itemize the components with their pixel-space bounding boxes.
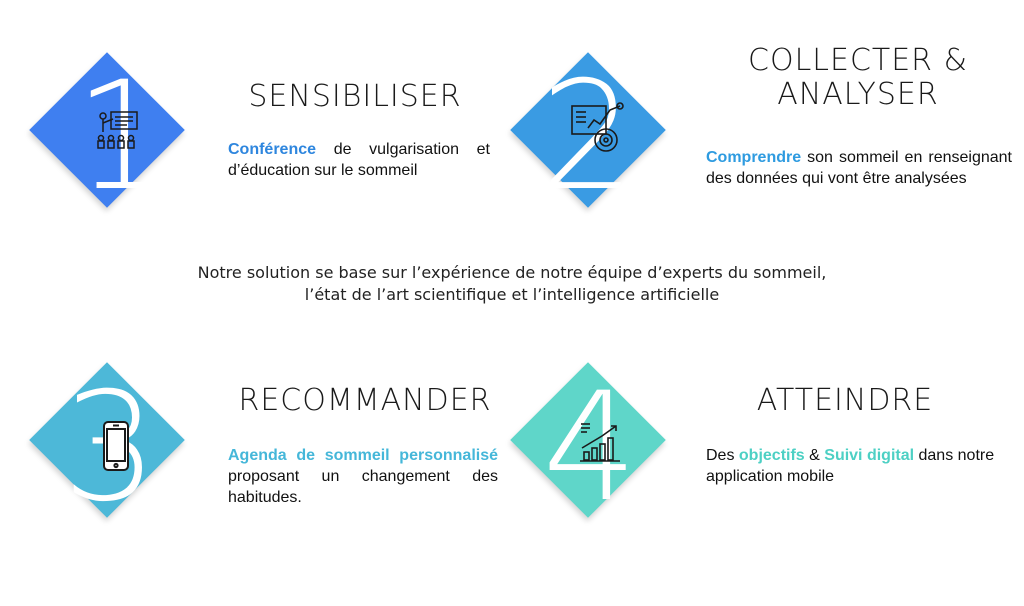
step-4-title: ATTEINDRE: [700, 384, 990, 418]
step-4-highlight-objectives: objectifs: [738, 447, 805, 464]
step-4-description: Des objectifs & Suivi digital dans notre…: [706, 446, 1006, 488]
step-2-title: COLLECTER & ANALYSER: [708, 44, 1008, 111]
step-1-title-line: SENSIBILISER: [248, 79, 462, 114]
step-1-highlight: Conférence: [228, 141, 317, 158]
step-1-description: Conférence de vulgarisation et d’éducati…: [228, 140, 490, 182]
step-3-highlight: Agenda de sommeil personnalisé: [228, 447, 498, 464]
step-4-text-3: dans notre application mobile: [706, 447, 995, 485]
presentation-icon: [97, 111, 138, 149]
growth-chart-icon: [580, 423, 620, 462]
step-3-description: Agenda de sommeil personnalisé proposant…: [228, 446, 498, 508]
step-2-title-line-1: COLLECTER &: [748, 43, 968, 78]
step-4-highlight-tracking: Suivi digital: [824, 447, 915, 464]
step-3-title: RECOMMANDER: [215, 384, 515, 418]
step-4-text-2: &: [804, 447, 825, 464]
solution-statement: Notre solution se base sur l’expérience …: [140, 262, 884, 305]
step-1-numeral: 1: [74, 50, 170, 224]
step-2-title-line-2: ANALYSER: [777, 76, 939, 112]
step-2-highlight: Comprendre: [706, 149, 802, 166]
data-analysis-icon: [571, 102, 624, 152]
solution-statement-line-2: l’état de l’art scientifique et l’intell…: [304, 284, 720, 304]
step-4-numeral: 4: [542, 361, 638, 535]
solution-statement-line-1: Notre solution se base sur l’expérience …: [197, 263, 827, 282]
step-1-text: de vulgarisation et d’éducation sur le s…: [228, 141, 490, 179]
step-4-text-1: Des: [706, 447, 739, 464]
step-4-title-line: ATTEINDRE: [756, 383, 934, 418]
step-2-numeral: 2: [540, 50, 636, 224]
step-3-text: proposant un changement des habitudes.: [228, 467, 498, 506]
step-3-title-line: RECOMMANDER: [238, 383, 492, 418]
step-1-title: SENSIBILISER: [210, 80, 500, 114]
smartphone-icon: [103, 421, 129, 471]
step-2-description: Comprendre son sommeil en renseignant de…: [706, 148, 1012, 190]
step-2-text: son sommeil en renseignant des données q…: [706, 149, 1012, 187]
